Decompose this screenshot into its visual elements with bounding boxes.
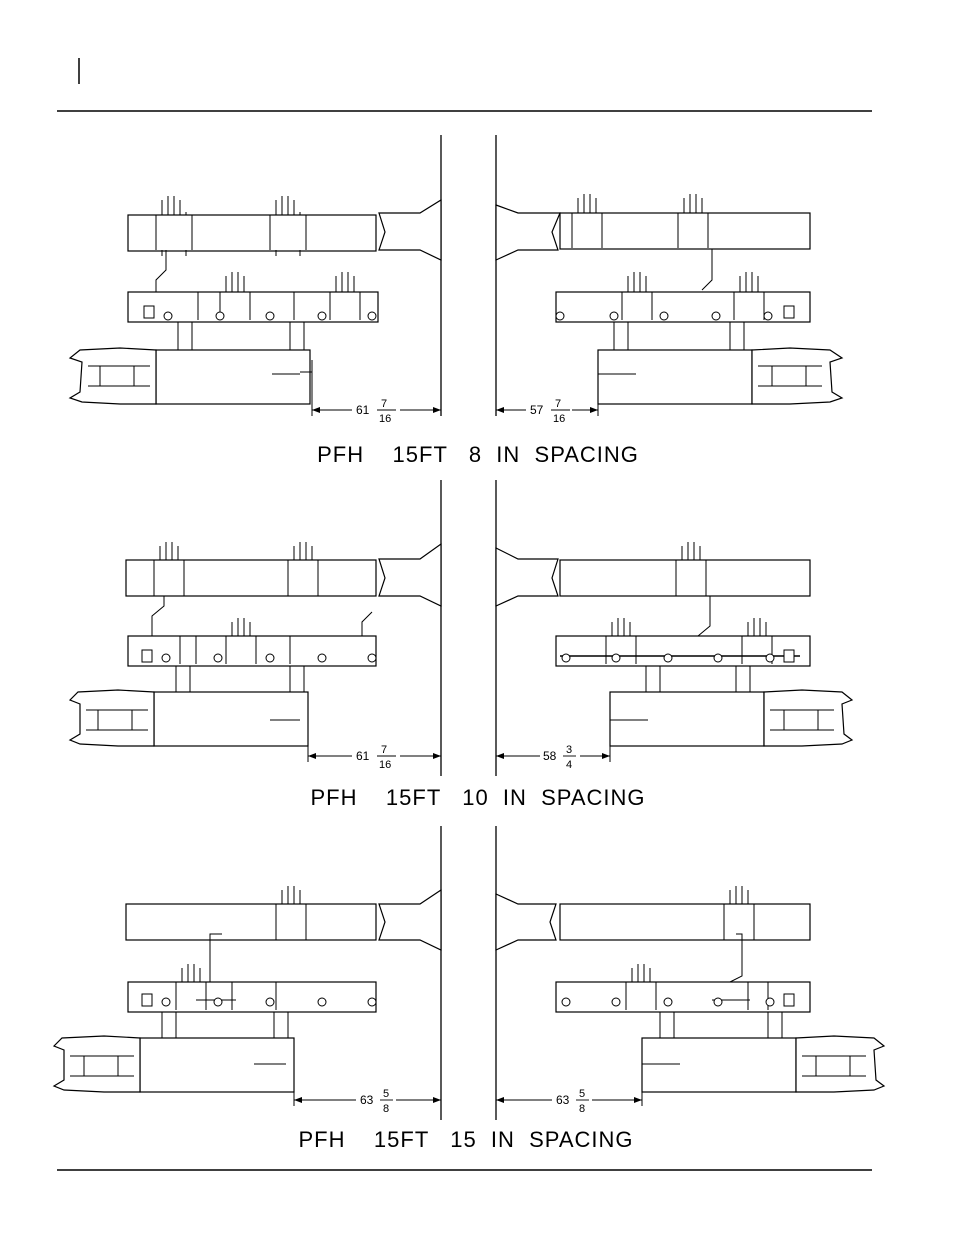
main-frame-right xyxy=(559,559,811,597)
row-units-left xyxy=(141,649,377,663)
toolbar-right xyxy=(555,981,811,1013)
dim-denominator: 8 xyxy=(579,1103,585,1115)
dim-numerator: 3 xyxy=(566,744,572,756)
toolbar-clamps-left xyxy=(197,272,361,320)
hose-left xyxy=(155,250,167,292)
dim-numerator: 7 xyxy=(381,744,387,756)
dim-denominator: 16 xyxy=(379,759,391,771)
hitch-tube xyxy=(378,198,442,261)
toolbar-right xyxy=(555,291,811,323)
dim-whole: 63 xyxy=(360,1093,374,1107)
dim-whole: 57 xyxy=(530,403,544,417)
row-units-right xyxy=(555,305,795,321)
dim-whole: 61 xyxy=(356,749,370,763)
dim-whole: 63 xyxy=(556,1093,570,1107)
row-units-right xyxy=(561,649,795,663)
dim-numerator: 7 xyxy=(381,398,387,410)
panel-caption: PFH 15FT 8 IN SPACING xyxy=(317,442,639,467)
wheel-arm-right xyxy=(597,349,753,405)
panel-caption: PFH 15FT 10 IN SPACING xyxy=(310,785,645,810)
wheel-arm-left xyxy=(155,349,311,405)
wheel-arm-link xyxy=(177,322,312,375)
dim-denominator: 4 xyxy=(566,759,572,771)
toolbar-left xyxy=(127,981,377,1013)
main-frame-right xyxy=(559,212,811,250)
dim-numerator: 7 xyxy=(555,398,561,410)
panel-caption: PFH 15FT 15 IN SPACING xyxy=(298,1127,633,1152)
main-frame-left xyxy=(125,559,377,597)
main-frame-left xyxy=(127,214,377,252)
hitch-tube-right xyxy=(495,547,559,607)
dim-whole: 58 xyxy=(543,749,557,763)
row-units-left xyxy=(141,993,377,1007)
hitch-tube xyxy=(378,888,442,951)
wheel-arm-left xyxy=(153,691,309,747)
hitch-tube-right xyxy=(495,204,561,261)
main-frame-right xyxy=(559,903,811,941)
gauge-wheel-left xyxy=(68,347,157,405)
dim-denominator: 16 xyxy=(553,413,565,425)
wheel-arm-right xyxy=(609,691,765,747)
dim-numerator: 5 xyxy=(383,1088,389,1100)
main-frame-left xyxy=(125,903,377,941)
dim-numerator: 5 xyxy=(579,1088,585,1100)
panel-8-in-spacing: 61 7 16 57 7 16 PFH xyxy=(68,135,844,467)
panel-15-in-spacing: 63 5 8 63 5 8 PFH 15FT 15 IN S xyxy=(52,826,886,1152)
row-units-right xyxy=(561,993,795,1007)
panel-10-in-spacing: 61 7 16 58 3 4 PFH 15FT 10 xyxy=(68,480,854,810)
hitch-tube xyxy=(378,542,442,607)
hose-right xyxy=(701,249,713,291)
hitch-tube-right xyxy=(495,893,557,951)
frame-clamp xyxy=(155,196,307,256)
wheel-arm-right xyxy=(641,1037,797,1093)
dim-whole: 61 xyxy=(356,403,370,417)
gauge-wheel-right xyxy=(751,347,844,405)
gauge-wheel-left xyxy=(68,689,155,747)
row-units-left xyxy=(143,305,377,321)
dim-denominator: 8 xyxy=(383,1103,389,1115)
dim-denominator: 16 xyxy=(379,413,391,425)
gauge-wheel-right xyxy=(795,1035,886,1093)
gauge-wheel-left xyxy=(52,1035,141,1093)
wheel-arm-left xyxy=(139,1037,295,1093)
gauge-wheel-right xyxy=(763,689,854,747)
